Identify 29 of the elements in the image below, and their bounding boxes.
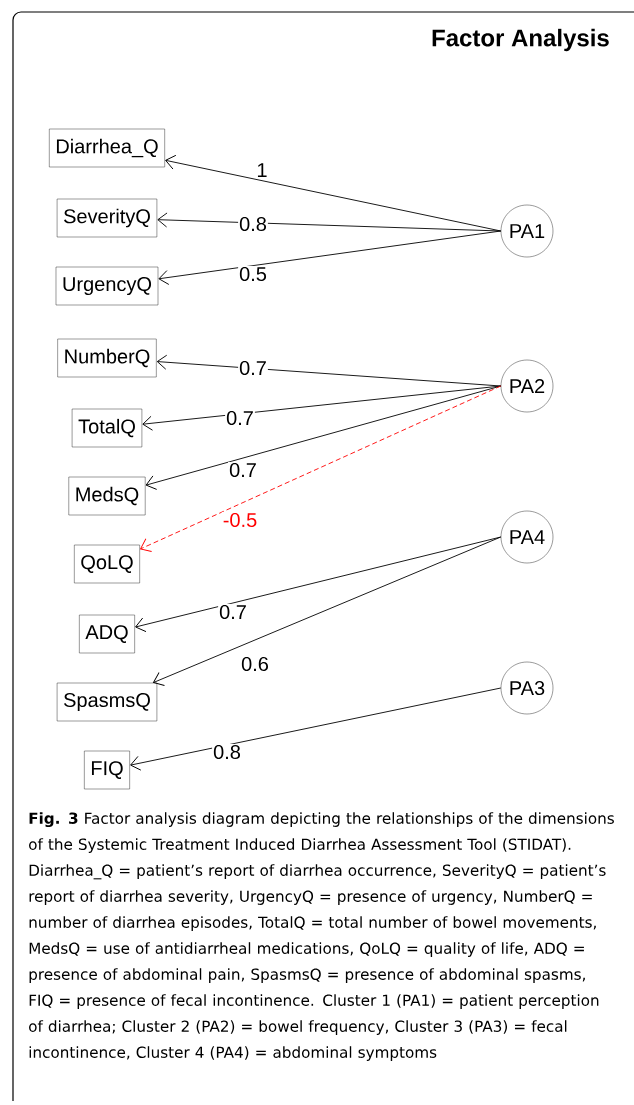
- edge-label: 0.7: [228, 461, 258, 479]
- edge-label: 0.6: [240, 655, 270, 673]
- edge-label: 0.7: [238, 359, 268, 377]
- arrow: [130, 687, 502, 771]
- edge-label: 0.7: [225, 409, 255, 427]
- variable-box: QoLQ: [74, 544, 140, 584]
- title: Factor Analysis: [432, 28, 609, 52]
- variable-box: TotalQ: [71, 408, 143, 448]
- edge-label: 0.5: [238, 265, 268, 283]
- edge-label: 0.8: [212, 743, 242, 761]
- edge-label: -0.5: [221, 511, 259, 529]
- arrow: [157, 212, 502, 232]
- arrow: [156, 354, 502, 387]
- variable-box: UrgencyQ: [55, 266, 159, 306]
- edge-label: 1: [255, 162, 269, 178]
- variable-box: NumberQ: [57, 338, 157, 378]
- arrow: [142, 385, 502, 431]
- variable-box: SeverityQ: [56, 198, 158, 238]
- arrow: [158, 230, 502, 285]
- edge-label: 0.8: [238, 215, 268, 233]
- variable-box: MedsQ: [68, 476, 146, 516]
- arrow: [153, 536, 502, 686]
- caption: Fig. 3 Factor analysis diagram depicting the relationships of the dimensions of the Systemic Treatment Induced Diarrhea Assessment Tool (STIDAT). Diarrhea_Q = patient’s report of diarrhea occurrence, SeverityQ = patient’s report of diarrhea severity, UrgencyQ = presence of urgency, NumberQ = number of diarrhea episodes, TotalQ = total number of bowel movements, MedsQ = use of antidiarrheal medications, QoLQ = quality of life, ADQ = presence of abdominal pain, SpasmsQ = presence of abdominal spasms, FIQ = presence of fecal incontinence. Cluster 1 (PA1) = patient perception of diarrhea; Cluster 2 (PA2) = bowel frequency, Cluster 3 (PA3) = fecal incontinence, Cluster 4 (PA4) = abdominal symptoms: [29, 812, 614, 1061]
- variable-box: Diarrhea_Q: [49, 128, 165, 168]
- edge-label: 0.7: [218, 603, 248, 621]
- arrow: [140, 385, 502, 552]
- variable-box: SpasmsQ: [56, 682, 158, 722]
- variable-box: ADQ: [79, 614, 135, 654]
- variable-box: FIQ: [84, 750, 130, 790]
